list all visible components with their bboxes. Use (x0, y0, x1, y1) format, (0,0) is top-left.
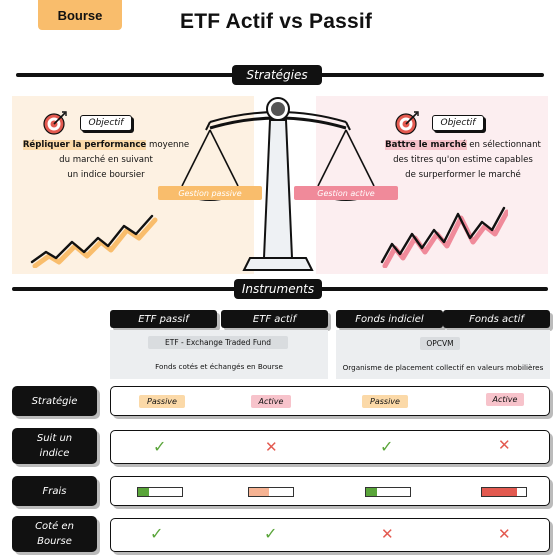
active-desc-line1: en sélectionnant (466, 140, 541, 150)
etf-group-tag: ETF - Exchange Traded Fund (148, 336, 288, 349)
fund-group-tag: OPCVM (420, 337, 460, 350)
passive-desc-highlight: Répliquer la performance (22, 140, 147, 150)
active-desc-line3: de surperformer le marché (405, 170, 521, 180)
category-tag: Bourse (38, 0, 122, 30)
fund-group-description: Organisme de placement collectif en vale… (342, 363, 544, 372)
check-icon: ✓ (264, 524, 278, 543)
row-label-suit-indice: Suit un indice (12, 428, 97, 464)
objective-badge-left: Objectif (80, 115, 132, 131)
row-label-cote-bourse: Coté en Bourse (12, 516, 97, 552)
target-icon-right (395, 111, 419, 135)
row-label-strategie: Stratégie (12, 386, 97, 416)
cross-icon: ✕ (498, 525, 511, 543)
passive-trend-chart (30, 214, 158, 268)
passive-pan-label: Gestion passive (158, 186, 262, 200)
active-desc-line2: des titres qu'on estime capables (393, 155, 533, 165)
balance-scale-icon (171, 97, 385, 271)
row-suit-indice (110, 430, 550, 464)
strategies-section-title: Stratégies (232, 65, 322, 85)
column-fonds-actif: Fonds actif (443, 310, 550, 328)
page-title: ETF Actif vs Passif (180, 10, 373, 33)
strategie-fonds-actif: Active (486, 393, 524, 406)
active-description: Battre le marché en sélectionnant des ti… (374, 138, 552, 183)
check-icon: ✓ (153, 437, 167, 456)
objective-badge-right: Objectif (432, 115, 484, 131)
column-etf-passif: ETF passif (110, 310, 217, 328)
row-cote-bourse (110, 518, 550, 552)
row-frais (110, 476, 550, 506)
fee-bar-etf-actif (248, 487, 294, 497)
passive-desc-line3: un indice boursier (67, 170, 145, 180)
cross-icon: ✕ (265, 438, 278, 456)
passive-desc-line1: moyenne (146, 140, 190, 150)
row-label-frais: Frais (12, 476, 97, 506)
strategie-etf-actif: Active (251, 395, 291, 408)
check-icon: ✓ (150, 524, 164, 543)
check-icon: ✓ (380, 437, 394, 456)
active-pan-label: Gestion active (294, 186, 398, 200)
column-fonds-indiciel: Fonds indiciel (336, 310, 443, 328)
fee-bar-etf-passif (137, 487, 183, 497)
active-desc-highlight: Battre le marché (385, 140, 467, 150)
fee-bar-fonds-indiciel (365, 487, 411, 497)
cross-icon: ✕ (498, 436, 511, 454)
etf-group-description: Fonds cotés et échangés en Bourse (155, 362, 283, 371)
instruments-section-title: Instruments (234, 279, 322, 299)
passive-desc-line2: du marché en suivant (59, 155, 153, 165)
active-trend-chart (380, 206, 508, 268)
column-etf-actif: ETF actif (221, 310, 328, 328)
strategie-etf-passif: Passive (139, 395, 185, 408)
passive-description: Répliquer la performance moyenne du marc… (22, 138, 190, 183)
strategie-fonds-indiciel: Passive (362, 395, 408, 408)
target-icon-left (43, 111, 67, 135)
cross-icon: ✕ (381, 525, 394, 543)
fee-bar-fonds-actif (481, 487, 527, 497)
